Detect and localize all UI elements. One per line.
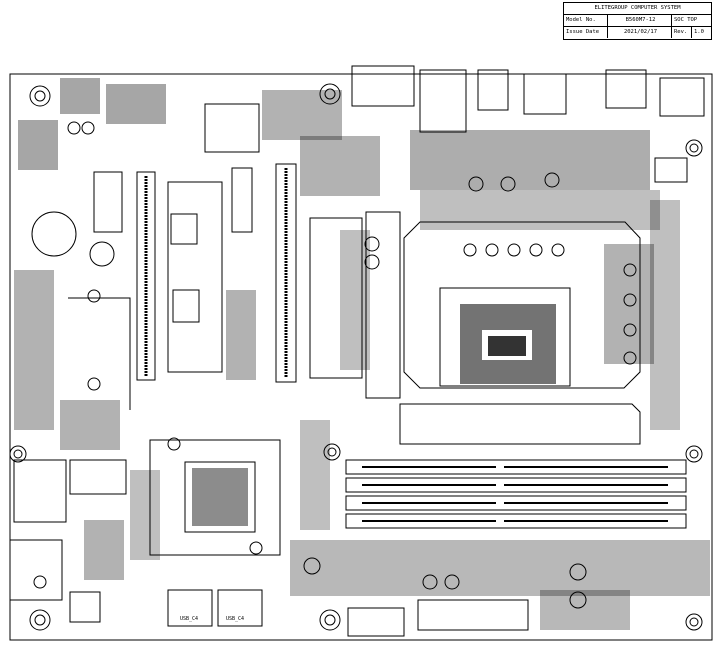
title-row-date: Issue Date 2021/02/17 Rev. 1.0 [564, 27, 711, 39]
cpu-socket-area [439, 287, 571, 387]
rear-io-vga [523, 73, 567, 115]
model-label: Model No. [564, 15, 608, 26]
rear-io-lan [477, 69, 509, 111]
usb-header-2 [217, 589, 263, 627]
dimm-slot-4 [345, 513, 687, 529]
m2-slot-area-1 [167, 181, 223, 373]
socket-bracket [399, 403, 641, 445]
bottom-header [347, 607, 405, 637]
cpu-socket-outline [403, 221, 641, 389]
usb-connector-box [69, 459, 127, 495]
title-row-model: Model No. B560M7-12 SOC TOP [564, 15, 711, 27]
usb-header-1 [167, 589, 213, 627]
trace-left-1 [68, 297, 131, 410]
date-value: 2021/02/17 [608, 27, 672, 38]
connector-block-mid [231, 167, 253, 233]
title-row-company: ELITEGROUP COMPUTER SYSTEM [564, 3, 711, 15]
chipset-heatsink-area [149, 439, 281, 556]
model-value: B560M7-12 [608, 15, 672, 26]
dimm-slot-2 [345, 477, 687, 493]
fan-header-box [13, 459, 67, 523]
header-box-1 [69, 591, 101, 623]
dimm-slot-1 [345, 459, 687, 475]
rear-io-dp [659, 77, 705, 117]
capacitor-circles [67, 121, 637, 609]
connector-block-left [93, 171, 123, 233]
atx-power-connector [417, 599, 529, 631]
date-label: Issue Date [564, 27, 608, 38]
rev-label: Rev. [672, 27, 692, 38]
cmos-battery [31, 211, 77, 257]
pcie-pins [144, 168, 288, 378]
pcie-slot-right [275, 163, 297, 383]
chipset-pad-array [192, 468, 248, 526]
side-label: SOC TOP [674, 17, 698, 23]
chipset-outline [184, 461, 256, 533]
dimm-contacts [362, 466, 668, 522]
usb-label-2: USB_C4 [226, 616, 245, 622]
pcie-slot-left [136, 171, 156, 381]
rear-io-ps2 [351, 65, 415, 107]
title-block: ELITEGROUP COMPUTER SYSTEM Model No. B56… [563, 2, 712, 40]
ic-rect-2 [172, 289, 200, 323]
ic-rect-1 [170, 213, 198, 245]
component-clusters [14, 78, 710, 630]
cpu-pad-array [460, 304, 556, 384]
buzzer [89, 241, 115, 267]
mounting-holes [9, 83, 703, 631]
rear-io-usb [419, 69, 467, 133]
dimm-slot-3 [345, 495, 687, 511]
io-box-right [654, 157, 688, 183]
super-io-chip [204, 103, 260, 153]
vrm-area [365, 211, 401, 399]
company-name: ELITEGROUP COMPUTER SYSTEM [594, 5, 681, 11]
rev-value: 1.0 [694, 29, 704, 35]
rear-io-hdmi [605, 69, 647, 109]
outline-notch [10, 539, 63, 601]
usb-label-1: USB_C4 [180, 616, 199, 622]
m2-slot-area-2 [309, 217, 363, 379]
